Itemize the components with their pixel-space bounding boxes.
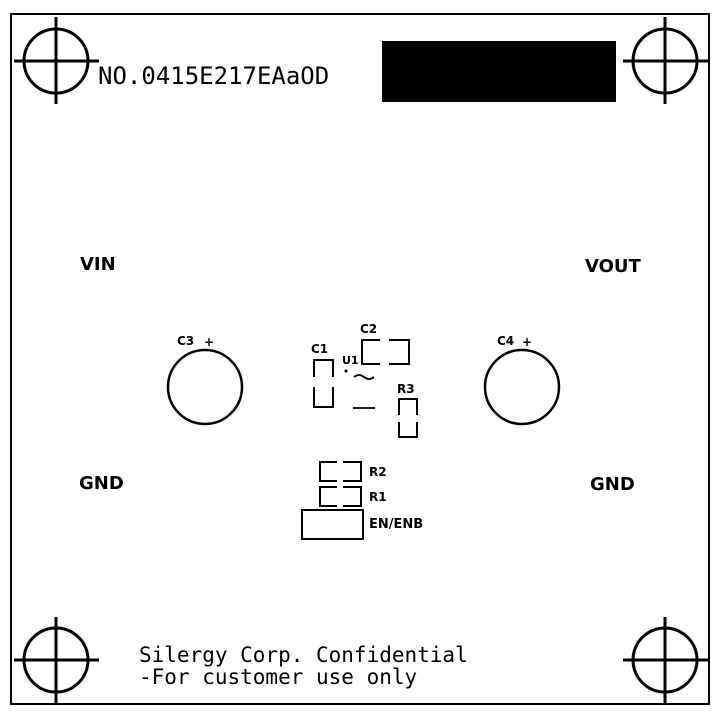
ref-c3: C3 bbox=[177, 334, 194, 348]
c3-footprint bbox=[166, 348, 244, 426]
terminal-label-vin: VIN bbox=[80, 254, 116, 275]
c4-polarity: + bbox=[522, 335, 532, 349]
u1-footprint bbox=[353, 374, 375, 409]
terminal-label-vout: VOUT bbox=[585, 256, 642, 277]
footer-line-1: Silergy Corp. Confidential bbox=[139, 643, 468, 667]
c2-footprint bbox=[361, 339, 410, 365]
en-header-footprint bbox=[301, 509, 364, 540]
board-outline bbox=[10, 13, 710, 705]
c1-footprint bbox=[313, 359, 334, 408]
c3-polarity: + bbox=[204, 335, 214, 349]
fiducial-bottom-right-icon bbox=[623, 617, 708, 703]
terminal-label-gnd-right: GND bbox=[590, 474, 635, 495]
terminal-label-gnd-left: GND bbox=[79, 473, 124, 494]
ref-u1: U1 bbox=[342, 354, 359, 367]
part-number: NO.0415E217EAaOD bbox=[98, 62, 329, 90]
redaction-block bbox=[382, 41, 616, 102]
fiducial-top-left-icon bbox=[14, 17, 99, 104]
c4-footprint bbox=[483, 348, 561, 426]
ref-r3: R3 bbox=[397, 382, 415, 396]
ref-en-enb: EN/ENB bbox=[369, 517, 423, 532]
r3-footprint bbox=[398, 398, 418, 438]
fiducial-top-right-icon bbox=[623, 17, 708, 104]
ref-c1: C1 bbox=[311, 342, 328, 356]
ref-r2: R2 bbox=[369, 465, 387, 479]
ref-c4: C4 bbox=[497, 334, 514, 348]
ref-c2: C2 bbox=[360, 322, 377, 336]
u1-pin1-dot bbox=[344, 369, 348, 373]
r2-footprint bbox=[319, 461, 362, 482]
ref-r1: R1 bbox=[369, 490, 387, 504]
fiducial-bottom-left-icon bbox=[14, 617, 99, 703]
r1-footprint bbox=[319, 486, 362, 507]
footer-line-2: -For customer use only bbox=[139, 665, 417, 689]
